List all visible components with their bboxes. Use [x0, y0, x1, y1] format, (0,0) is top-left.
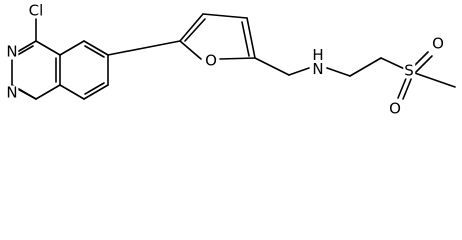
bond [15, 87, 37, 100]
bond [83, 40, 109, 56]
bond [326, 67, 351, 77]
bond [35, 84, 61, 100]
bond [179, 13, 204, 42]
bond [349, 57, 382, 77]
sulfonyl-oxygen-label: O [388, 99, 402, 118]
bond [59, 40, 85, 56]
sulfonyl-oxygen-label: O [431, 34, 445, 53]
bond [246, 17, 256, 59]
furan-oxygen-label: O [204, 51, 218, 70]
bond [107, 40, 181, 56]
bond [83, 84, 109, 100]
bond [84, 45, 105, 58]
chlorine-atom-label: Cl [27, 1, 45, 20]
bond [254, 57, 290, 76]
bond [184, 18, 206, 42]
bond [35, 40, 61, 56]
bond [179, 40, 202, 60]
sulfur-atom-label: S [403, 61, 415, 80]
molecule-structure [11, 13, 456, 100]
bond [202, 13, 248, 19]
bond [84, 82, 105, 95]
bond [412, 55, 433, 76]
nitrogen-atom-label: N [5, 42, 19, 61]
amine-nh-label: H N [311, 46, 325, 78]
bond [241, 21, 250, 57]
nitrogen-atom-label: N [5, 83, 19, 102]
bond [219, 57, 256, 60]
bond [288, 67, 310, 76]
bond [408, 70, 456, 88]
bond [59, 84, 85, 100]
